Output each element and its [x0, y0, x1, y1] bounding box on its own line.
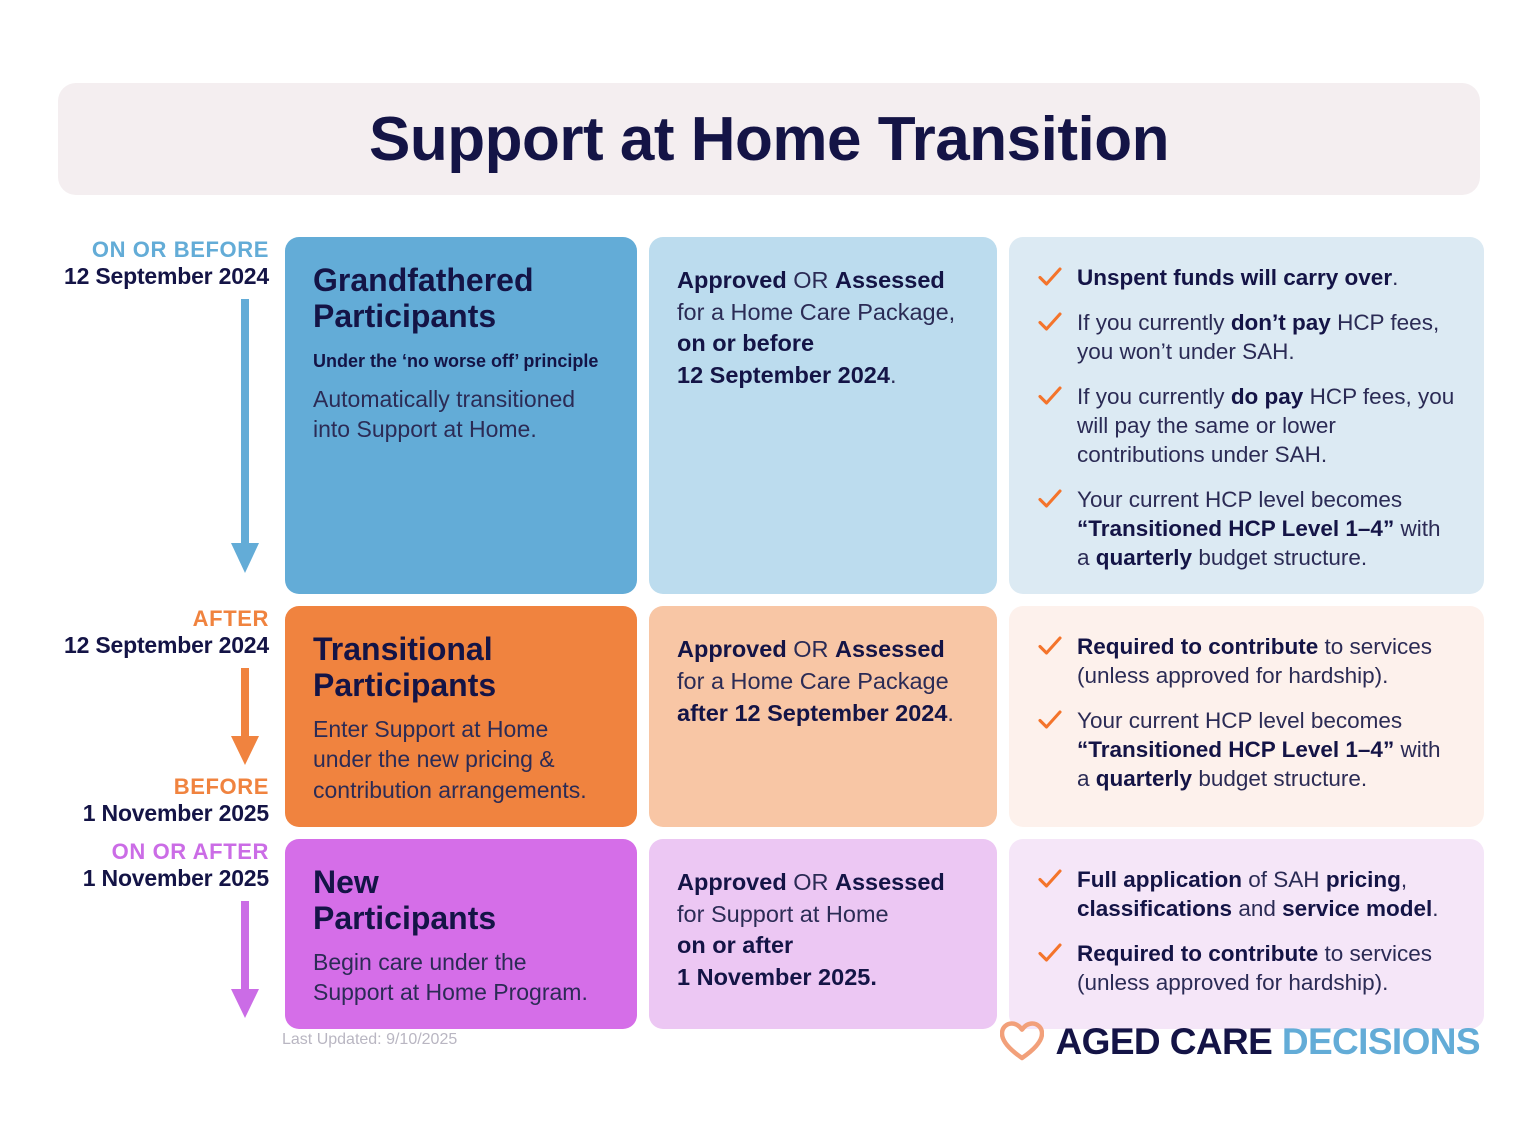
outcome-item: Required to contribute to services (unle… — [1035, 939, 1458, 997]
outcome-item: If you currently do pay HCP fees, you wi… — [1035, 382, 1458, 469]
card-body: Begin care under the Support at Home Pro… — [313, 948, 588, 1005]
timeline-label-2b: BEFORE 1 November 2025 — [83, 774, 269, 827]
title-banner: Support at Home Transition — [58, 83, 1480, 195]
check-icon — [1038, 869, 1062, 888]
outcomes-card-3: Full application of SAH pricing, classif… — [1009, 838, 1484, 1030]
timeline-date: 12 September 2024 — [63, 262, 269, 289]
outcome-item: Your current HCP level becomes “Transiti… — [1035, 706, 1458, 793]
outcome-item: If you currently don’t pay HCP fees, you… — [1035, 308, 1458, 366]
timeline-row-transitional: AFTER 12 September 2024 BEFORE 1 Novembe… — [0, 606, 1536, 827]
card-title: Transitional Participants — [313, 631, 497, 703]
logo-wordmark: AGED CARE DECISIONS — [1055, 1020, 1481, 1062]
down-arrow-icon — [231, 299, 259, 573]
timeline-qualifier: AFTER — [192, 606, 269, 632]
card-title: Grandfathered Participants — [313, 262, 534, 334]
timeline-qualifier: ON OR BEFORE — [91, 237, 269, 262]
timeline-date: 1 November 2025 — [82, 864, 269, 891]
outcomes-list: Unspent funds will carry over. If you cur… — [1035, 263, 1458, 572]
check-icon — [1038, 386, 1062, 405]
timeline-date-2: 1 November 2025 — [82, 800, 269, 827]
down-arrow-icon — [231, 668, 259, 766]
timeline-marker-3: ON OR AFTER 1 November 2025 — [0, 839, 285, 1029]
down-arrow-icon — [231, 900, 259, 1018]
timeline-label-1: ON OR BEFORE 12 September 2024 — [0, 237, 269, 290]
timeline-qualifier: ON OR AFTER — [111, 838, 269, 864]
logo-secondary: DECISIONS — [1281, 1020, 1481, 1062]
outcome-item: Required to contribute to services (unle… — [1035, 632, 1458, 690]
outcomes-card-1: Unspent funds will carry over. If you cur… — [1009, 237, 1484, 595]
timeline-row-grandfathered: ON OR BEFORE 12 September 2024 Grandfath… — [0, 237, 1536, 595]
check-icon — [1038, 312, 1062, 331]
timeline-date: 12 September 2024 — [63, 632, 269, 659]
page-title: Support at Home Transition — [369, 104, 1169, 174]
check-icon — [1038, 710, 1062, 729]
card-new: New Participants Begin care under the Su… — [285, 838, 637, 1030]
outcome-item: Unspent funds will carry over. — [1035, 263, 1458, 292]
card-body: Enter Support at Home under the new pric… — [313, 715, 587, 803]
card-transitional: Transitional Participants Enter Support … — [285, 606, 637, 827]
logo-primary: AGED CARE — [1055, 1020, 1273, 1062]
timeline-grid: ON OR BEFORE 12 September 2024 Grandfath… — [0, 237, 1536, 1041]
timeline-label-3: ON OR AFTER 1 November 2025 — [0, 839, 269, 892]
check-icon — [1038, 943, 1062, 962]
last-updated-text: Last Updated: 9/10/2025 — [282, 1031, 458, 1048]
card-title: New Participants — [313, 863, 497, 936]
outcomes-list: Full application of SAH pricing, classif… — [1035, 865, 1458, 997]
outcomes-card-2: Required to contribute to services (unle… — [1009, 606, 1484, 827]
card-subtitle: Under the ‘no worse off’ principle — [313, 350, 599, 371]
outcome-item: Full application of SAH pricing, classif… — [1035, 865, 1458, 923]
timeline-marker-2: AFTER 12 September 2024 BEFORE 1 Novembe… — [0, 606, 285, 827]
outcome-item: Your current HCP level becomes “Transiti… — [1035, 485, 1458, 572]
brand-logo: AGED CARE DECISIONS — [999, 1020, 1481, 1062]
check-icon — [1038, 489, 1062, 508]
card-body: Automatically transitioned into Support … — [313, 385, 576, 443]
timeline-row-new: ON OR AFTER 1 November 2025 New Particip… — [0, 838, 1536, 1030]
heart-icon — [999, 1021, 1044, 1061]
timeline-qualifier-2: BEFORE — [173, 774, 269, 800]
timeline-marker-1: ON OR BEFORE 12 September 2024 — [0, 237, 285, 594]
timeline-label-2: AFTER 12 September 2024 — [0, 606, 269, 659]
check-icon — [1038, 636, 1062, 655]
outcomes-list: Required to contribute to services (unle… — [1035, 632, 1458, 793]
check-icon — [1038, 267, 1062, 286]
card-grandfathered: Grandfathered Participants Under the ‘no… — [285, 237, 637, 595]
